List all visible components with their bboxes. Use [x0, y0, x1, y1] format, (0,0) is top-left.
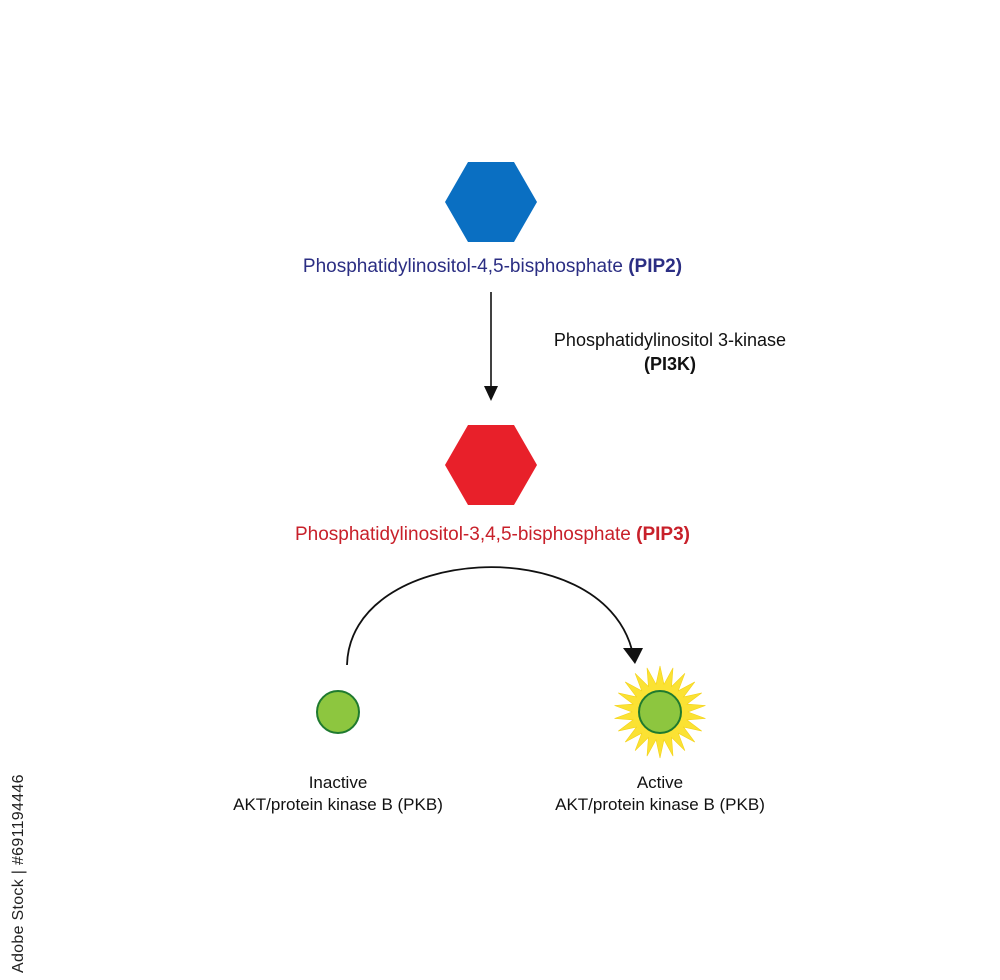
stock-watermark: Adobe Stock | #691194446	[4, 745, 34, 975]
pip2-hexagon	[445, 162, 537, 242]
akt-inactive-label: Inactive AKT/protein kinase B (PKB)	[188, 772, 488, 816]
pip3-label: Phosphatidylinositol-3,4,5-bisphosphate …	[0, 524, 985, 546]
akt-active-label: Active AKT/protein kinase B (PKB)	[510, 772, 810, 816]
watermark-text: Adobe Stock | #691194446	[10, 774, 27, 973]
pip3-abbr: (PIP3)	[636, 524, 691, 545]
pi3k-abbr: (PI3K)	[643, 354, 696, 374]
pi3k-arrowhead	[484, 386, 498, 401]
pip3-hexagon	[445, 425, 537, 505]
akt-active-circle	[638, 690, 682, 734]
pip2-name: Phosphatidylinositol-4,5-bisphosphate	[302, 256, 623, 277]
pip2-abbr: (PIP2)	[628, 256, 683, 277]
activation-arrowhead	[623, 648, 643, 664]
akt-inactive-circle	[316, 690, 360, 734]
pip3-name: Phosphatidylinositol-3,4,5-bisphosphate	[294, 524, 631, 545]
akt-inactive-name: AKT/protein kinase B (PKB)	[233, 795, 443, 814]
pip2-label: Phosphatidylinositol-4,5-bisphosphate (P…	[0, 256, 985, 278]
pi3k-name: Phosphatidylinositol 3-kinase	[553, 330, 787, 350]
pi3k-label: Phosphatidylinositol 3-kinase (PI3K)	[470, 328, 870, 376]
akt-active-state: Active	[636, 773, 684, 792]
activation-arc-arrow	[346, 566, 633, 666]
akt-active-name: AKT/protein kinase B (PKB)	[555, 795, 765, 814]
akt-inactive-state: Inactive	[308, 773, 368, 792]
